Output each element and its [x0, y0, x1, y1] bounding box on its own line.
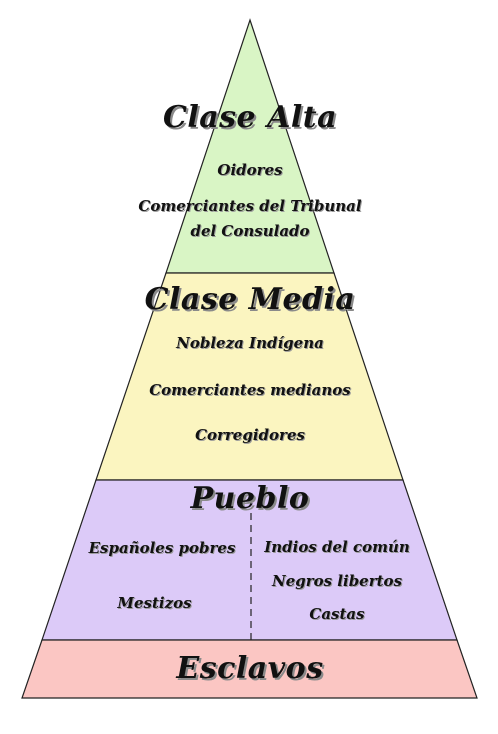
clase-media-title: Clase Media: [144, 282, 356, 317]
pueblo-title: Pueblo: [190, 481, 310, 516]
pueblo-right-item-castas: Castas: [309, 605, 365, 623]
clase-alta-item-consulado: del Consulado: [190, 222, 310, 240]
clase-media-item-corregidores: Corregidores: [195, 426, 305, 444]
clase-media-item-nobleza: Nobleza Indígena: [176, 334, 324, 352]
esclavos-title: Esclavos: [176, 651, 324, 686]
clase-alta-title: Clase Alta: [162, 100, 338, 135]
pueblo-left-item-mestizos: Mestizos: [117, 594, 192, 612]
pueblo-right-item-indios: Indios del común: [264, 538, 410, 556]
tier-esclavos: [21, 639, 478, 699]
clase-alta-item-oidores: Oidores: [217, 161, 283, 179]
pueblo-right-item-negros: Negros libertos: [271, 572, 403, 590]
pueblo-left-item-espanoles: Españoles pobres: [88, 539, 236, 557]
clase-alta-item-comerciantes: Comerciantes del Tribunal: [138, 197, 362, 215]
clase-media-item-comerciantes: Comerciantes medianos: [149, 381, 351, 399]
